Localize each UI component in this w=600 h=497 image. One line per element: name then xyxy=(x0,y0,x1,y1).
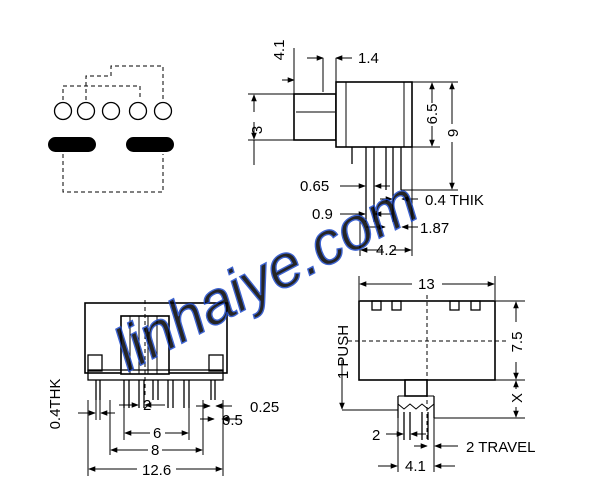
dim-7-5: 7.5 xyxy=(509,332,526,353)
pcb-mount-slot-right xyxy=(126,137,174,152)
dim-8: 8 xyxy=(151,442,159,459)
pcb-pad-4 xyxy=(128,101,148,121)
pcb-pad-3 xyxy=(101,101,121,121)
dim-x: X xyxy=(509,393,526,403)
front-view: 0.4THK 2 0.25 6 0.5 8 12.6 xyxy=(47,300,279,479)
dim-1-87: 1.87 xyxy=(420,220,449,237)
dim-0-5: 0.5 xyxy=(222,412,243,429)
pcb-pad-5 xyxy=(153,101,173,121)
dim-6-5: 6.5 xyxy=(424,104,441,125)
dim-9: 9 xyxy=(445,129,462,137)
dim-4-1-bottom: 4.1 xyxy=(405,458,426,475)
dim-12-6: 12.6 xyxy=(142,462,171,479)
dim-4-2: 4.2 xyxy=(376,242,397,259)
dim-0-25: 0.25 xyxy=(250,399,279,416)
dim-0-65: 0.65 xyxy=(300,178,329,195)
pcb-mount-slot-left xyxy=(48,137,96,152)
dim-1-push: 1 PUSH xyxy=(335,325,352,379)
pcb-layout-view xyxy=(48,65,174,193)
dim-13: 13 xyxy=(418,276,435,293)
pcb-pad-2 xyxy=(76,101,96,121)
dim-3: 3 xyxy=(249,126,266,134)
dim-2-bottom: 2 xyxy=(372,427,380,444)
dim-1-4: 1.4 xyxy=(358,50,379,67)
dim-0-4-thik-side: 0.4 THIK xyxy=(425,192,484,209)
dim-0-9: 0.9 xyxy=(312,206,333,223)
dim-6: 6 xyxy=(153,425,161,442)
dim-0-4thk-front: 0.4THK xyxy=(47,379,64,430)
dim-2-front: 2 xyxy=(143,397,151,414)
dim-4-1-top: 4.1 xyxy=(271,40,288,61)
top-view: 13 1 PUSH 7.5 X 2 xyxy=(335,276,535,475)
dim-2-travel: 2 TRAVEL xyxy=(466,439,535,456)
side-view: 4.1 1.4 3 6.5 9 0.65 0.4 THIK 0. xyxy=(248,40,484,259)
pcb-pad-1 xyxy=(53,101,73,121)
